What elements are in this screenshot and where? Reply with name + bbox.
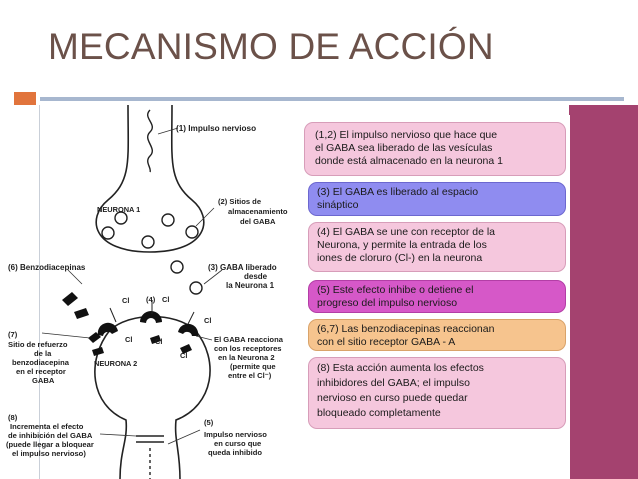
benzodiazepine-marks (62, 292, 192, 356)
label-incrementa-2: Incrementa el efecto (10, 422, 84, 431)
label-sitio7-4: benzodiacepina (12, 358, 70, 367)
box-step-5: (5) Este efecto inhibe o detiene el prog… (308, 280, 566, 313)
label-gaba-reacciona-3: en la Neurona 2 (218, 353, 275, 362)
box-3-line-2: Neurona, y permite la entrada de los (317, 239, 487, 251)
box-6-line-4: bloqueado completamente (317, 407, 441, 419)
blocked-impulse (136, 435, 164, 479)
box-1-line-1: (1,2) El impulso nervioso que hace que (315, 129, 498, 141)
box-step-8: (8) Esta acción aumenta los efectos inhi… (308, 357, 566, 429)
box-6-line-2: inhibidores del GABA; el impulso (317, 377, 470, 389)
right-decor-bar (569, 105, 638, 479)
label-incrementa-1: (8) (8, 413, 18, 422)
box-2-line-1: (3) El GABA es liberado al espacio (317, 186, 479, 198)
label-benzodiacepinas: (6) Benzodiacepinas (8, 263, 86, 272)
label-incrementa-5: el impulso nervioso) (12, 449, 86, 458)
label-neurona2: NEURONA 2 (94, 359, 137, 368)
label-impulso: (1) Impulso nervioso (176, 124, 256, 133)
box-5-line-2: con el sitio receptor GABA - A (317, 336, 456, 348)
label-sitio7-5: en el receptor (16, 367, 66, 376)
slide-title: MECANISMO DE ACCIÓN (48, 26, 494, 67)
box-step-3: (3) El GABA es liberado al espacio sináp… (308, 182, 566, 216)
label-impulso5-2: Impulso nervioso (204, 430, 267, 439)
label-four: (4) (146, 295, 156, 304)
label-cl-4: Cl (125, 335, 132, 344)
label-sitios-1: (2) Sitios de (218, 197, 261, 206)
chloride-labels: Cl Cl Cl Cl Cl Cl (122, 295, 211, 360)
label-gaba-liberado-3: la Neurona 1 (226, 281, 275, 290)
label-sitio7-1: (7) (8, 330, 18, 339)
box-step-1-2: (1,2) El impulso nervioso que hace que e… (304, 122, 566, 176)
label-impulso5-4: queda inhibido (208, 448, 262, 457)
box-6-line-3: nervioso en curso puede quedar (317, 392, 468, 404)
box-5-line-1: (6,7) Las benzodiacepinas reaccionan (317, 323, 495, 335)
label-gaba-reacciona-2: con los receptores (214, 344, 282, 353)
vesicles (101, 211, 199, 249)
box-3-line-1: (4) El GABA se une con receptor de la (317, 226, 496, 238)
neuron-diagram: (1) Impulso nervioso NEURONA 1 (2) Sitio… (6, 105, 288, 479)
label-gaba-liberado-1: (3) GABA liberado (208, 263, 277, 272)
label-cl-3: Cl (204, 316, 211, 325)
box-1-line-3: donde está almacenado en la neurona 1 (315, 155, 503, 167)
box-2-line-2: sináptico (317, 199, 359, 211)
title-accent-block (14, 92, 36, 105)
impulse-squiggle (147, 109, 153, 173)
gaba-receptors (97, 311, 199, 336)
label-cl-1: Cl (122, 296, 129, 305)
label-incrementa-3: de inhibición del GABA (8, 431, 93, 440)
title-accent-line (40, 97, 624, 101)
label-impulso5-3: en curso que (214, 439, 261, 448)
label-sitio7-6: GABA (32, 376, 55, 385)
label-impulso5-1: (5) (204, 418, 214, 427)
box-4-line-1: (5) Este efecto inhibe o detiene el (317, 284, 474, 296)
label-sitio7-2: Sitio de refuerzo (8, 340, 68, 349)
box-1-line-2: el GABA sea liberado de las vesículas (315, 142, 493, 154)
label-sitios-3: del GABA (240, 217, 276, 226)
box-3-line-3: iones de cloruro (Cl-) en la neurona (317, 252, 483, 264)
released-gaba (170, 260, 203, 295)
box-4-line-2: progreso del impulso nervioso (317, 297, 458, 309)
left-guide-line (39, 105, 40, 479)
label-sitio7-3: de la (34, 349, 52, 358)
ion-arrows (109, 300, 195, 325)
neuron1-outline (95, 105, 205, 253)
box-step-6-7: (6,7) Las benzodiacepinas reaccionan con… (308, 319, 566, 351)
label-neurona1: NEURONA 1 (97, 205, 140, 214)
label-gaba-liberado-2: desde (244, 272, 268, 281)
label-cl-2: Cl (162, 295, 169, 304)
box-step-4: (4) El GABA se une con receptor de la Ne… (308, 222, 566, 272)
label-sitios-2: almacenamiento (228, 207, 288, 216)
label-gaba-reacciona-4: (permite que (230, 362, 276, 371)
label-cl-5: Cl (155, 337, 162, 346)
label-cl-6: Cl (180, 351, 187, 360)
label-gaba-reacciona-5: entre el Cl⁻) (228, 371, 272, 380)
label-incrementa-4: (puede llegar a bloquear (6, 440, 94, 449)
box-6-line-1: (8) Esta acción aumenta los efectos (317, 362, 484, 374)
leader-lines (41, 127, 223, 445)
label-gaba-reacciona-1: El GABA reacciona (214, 335, 284, 344)
